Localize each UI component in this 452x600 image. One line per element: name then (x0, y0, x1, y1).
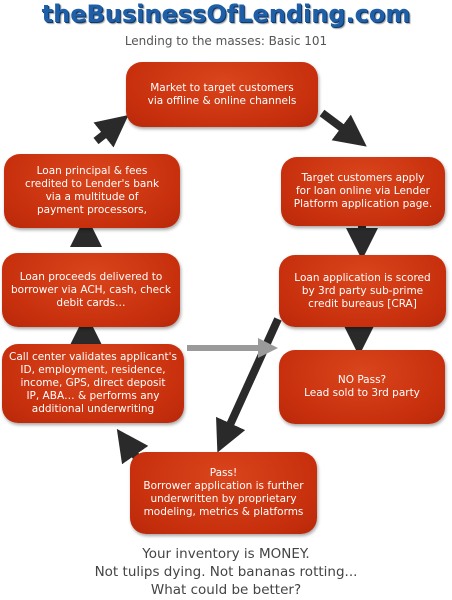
step-market: Market to target customers via offline &… (126, 62, 318, 127)
footer-line-2: Not tulips dying. Not bananas rotting... (94, 564, 358, 580)
step-no-pass-text: NO Pass? Lead sold to 3rd party (304, 374, 420, 399)
step-scored: Loan application is scored by 3rd party … (279, 255, 446, 327)
step-proceeds: Loan proceeds delivered to borrower via … (2, 253, 180, 327)
step-apply: Target customers apply for loan online v… (281, 157, 445, 226)
footer-line-1: Your inventory is MONEY. (142, 546, 310, 562)
step-principal-text: Loan principal & fees credited to Lender… (24, 165, 160, 216)
arrow-principal-to-market (93, 115, 129, 148)
step-no-pass: NO Pass? Lead sold to 3rd party (279, 350, 445, 424)
step-call-center-text: Call center validates applicant's ID, em… (9, 351, 177, 415)
step-pass: Pass! Borrower application is further un… (130, 452, 317, 534)
gray-arrow-head (258, 338, 278, 358)
subtitle: Lending to the masses: Basic 101 (124, 34, 328, 48)
step-pass-text: Pass! Borrower application is further un… (143, 467, 304, 518)
step-market-text: Market to target customers via offline &… (147, 81, 297, 107)
site-title: theBusinessOfLending.com (41, 0, 411, 28)
arrow-scored-to-pass (216, 317, 282, 453)
step-call-center: Call center validates applicant's ID, em… (2, 344, 184, 423)
arrow-market-to-apply (319, 109, 367, 147)
step-proceeds-text: Loan proceeds delivered to borrower via … (11, 270, 171, 309)
step-apply-text: Target customers apply for loan online v… (293, 172, 433, 210)
step-principal: Loan principal & fees credited to Lender… (4, 154, 180, 228)
step-scored-text: Loan application is scored by 3rd party … (294, 271, 431, 310)
footer-line-3: What could be better? (150, 582, 302, 598)
